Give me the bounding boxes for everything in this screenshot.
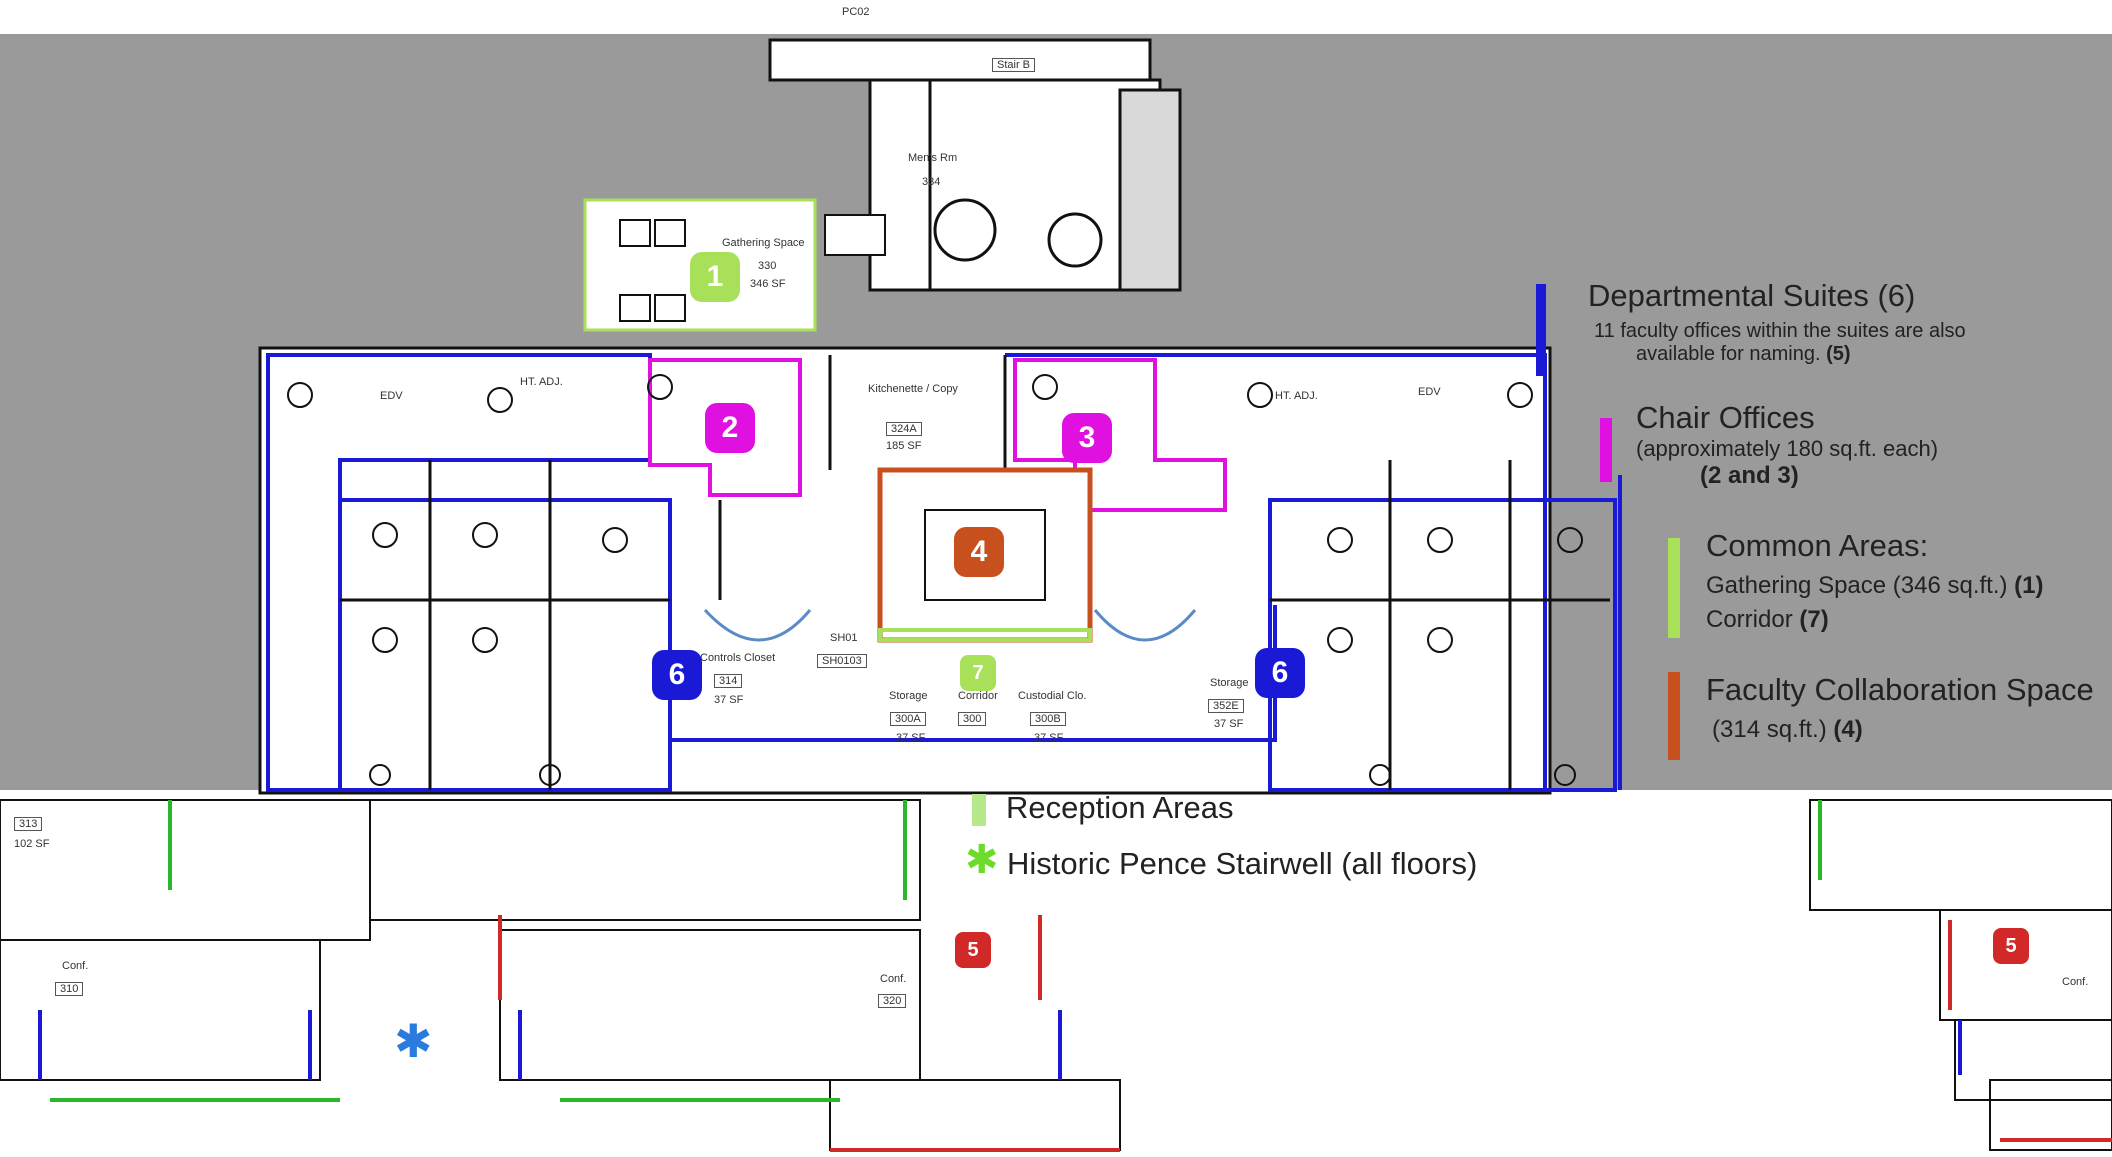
legend-department-suites: Departmental Suites (6) 11 faculty offic… [1536,278,1966,376]
storage-b-label: Storage [1210,677,1249,689]
mens-room-number: 334 [922,176,941,188]
bottom-white-area [0,790,2112,1157]
legend-suites-title: Departmental Suites (6) [1588,278,1916,313]
legend-chair-sub2: (2 and 3) [1700,462,1938,490]
edv-label-right: EDV [1418,386,1441,398]
conf-left-number: 310 [55,982,84,996]
legend-common-gathering: Gathering Space (346 sq.ft.) (1) [1706,572,2044,600]
gathering-label: Gathering Space [722,237,805,249]
chair-office-outlines [648,358,1227,512]
corridor-arc-right [1093,609,1197,642]
controls-closet-number: 314 [714,674,743,688]
lower-left-wing [0,799,1121,1151]
kitchen-label: Kitchenette / Copy [868,383,958,395]
custodial-label: Custodial Clo. [1018,690,1087,702]
badge-3: 3 [1062,413,1112,463]
legend-reception: Reception Areas [972,790,1233,826]
ht-adj-label-left: HT. ADJ. [520,376,563,388]
left-room-area: 102 SF [14,838,50,850]
legend-suites-sub2-bold: (5) [1826,343,1851,365]
controls-closet-label: Controls Closet [700,652,776,664]
shaft-number: SH0103 [817,654,867,668]
top-white-strip [0,0,2112,34]
badge-4: 4 [954,527,1004,577]
gathering-area: 346 SF [750,278,786,290]
legend-suites-sub2: available for naming. (5) [1636,343,1966,366]
custodial-number: 300B [1030,712,1066,726]
badge-6-left: 6 [652,650,702,700]
corridor-outline [878,628,1092,642]
storage-a-number: 300A [890,712,926,726]
conf-mid-label: Conf. [880,973,907,985]
legend-common-corridor-text: Corridor [1706,606,1793,633]
legend-faculty-collab: Faculty Collaboration Space (314 sq.ft.)… [1668,672,2094,760]
custodial-area: 37 SF [1034,732,1064,744]
lower-right-accents [1818,800,2112,1142]
legend-collab-sub: (314 sq.ft.) (4) [1712,716,2094,744]
edv-label-left: EDV [380,390,403,402]
suite-legend-bar [1536,284,1546,376]
kitchen-area: 185 SF [886,440,922,452]
storage-b-number: 352E [1208,699,1244,713]
stairwell-star-marker: ✱ [394,1015,433,1067]
shaft-label: SH01 [830,632,858,644]
legend-common-corridor: Corridor (7) [1706,606,2044,634]
corridor-label: Corridor [958,690,998,702]
furniture-marks [287,374,1583,786]
stair-label: Stair B [992,58,1036,72]
gathering-number: 330 [758,260,777,272]
storage-b-area: 37 SF [1214,718,1244,730]
legend-common-title: Common Areas: [1706,528,1929,563]
badge-1: 1 [690,252,740,302]
legend-common-gathering-bold: (1) [2014,572,2044,599]
legend-common-corridor-bold: (7) [1799,606,1829,633]
badge-7: 7 [960,655,996,691]
top-label: PC02 [842,6,870,18]
kitchen-number: 324A [886,422,922,436]
badge-6-right: 6 [1255,648,1305,698]
lower-right-wing [1809,799,2112,1151]
legend-collab-sub-text: (314 sq.ft.) [1712,716,1827,743]
badge-2: 2 [705,403,755,453]
bottom-gray-strip [0,790,2112,810]
storage-a-label: Storage [889,690,928,702]
badge-5-right: 5 [1993,928,2029,964]
collab-legend-bar [1668,672,1680,760]
interior-walls [340,355,1610,790]
conf-right-label: Conf. [2062,976,2089,988]
legend-suites-sub1: 11 faculty offices within the suites are… [1594,320,1966,342]
legend-chair-sub1: (approximately 180 sq.ft. each) [1636,436,1939,461]
legend-common-areas: Common Areas: Gathering Space (346 sq.ft… [1668,528,2044,638]
corridor-arc-left [703,608,812,642]
legend-common-gathering-text: Gathering Space (346 sq.ft.) [1706,572,2008,599]
storage-a-area: 37 SF [896,732,926,744]
left-room-number: 313 [14,817,43,831]
ht-adj-label-right: HT. ADJ. [1275,390,1318,402]
mens-room-label: Men's Rm [908,152,958,164]
legend-suites-sub2-text: available for naming. [1636,343,1821,365]
chair-legend-bar [1600,418,1612,482]
conf-left-label: Conf. [62,960,89,972]
conf-mid-number: 320 [878,994,907,1008]
collab-table [924,509,1046,601]
controls-closet-area: 37 SF [714,694,744,706]
legend-chair-sub2-bold: (2 and 3) [1700,462,1799,489]
star-icon: ✱ [965,838,999,882]
lower-left-accents [38,800,1120,1152]
legend-chair-offices: Chair Offices (approximately 180 sq.ft. … [1600,400,1938,490]
legend-collab-sub-bold: (4) [1833,716,1863,743]
legend-chair-title: Chair Offices [1636,400,1815,435]
corridor-number: 300 [958,712,987,726]
reception-legend-bar [972,794,986,826]
stair-block [768,38,1182,292]
common-legend-bar [1668,538,1680,638]
legend-reception-title: Reception Areas [1006,790,1234,825]
legend-collab-title: Faculty Collaboration Space [1706,672,2094,707]
legend-stairwell: ✱ Historic Pence Stairwell (all floors) [965,840,1478,882]
badge-5-left: 5 [955,932,991,968]
legend-stairwell-title: Historic Pence Stairwell (all floors) [1007,846,1478,881]
